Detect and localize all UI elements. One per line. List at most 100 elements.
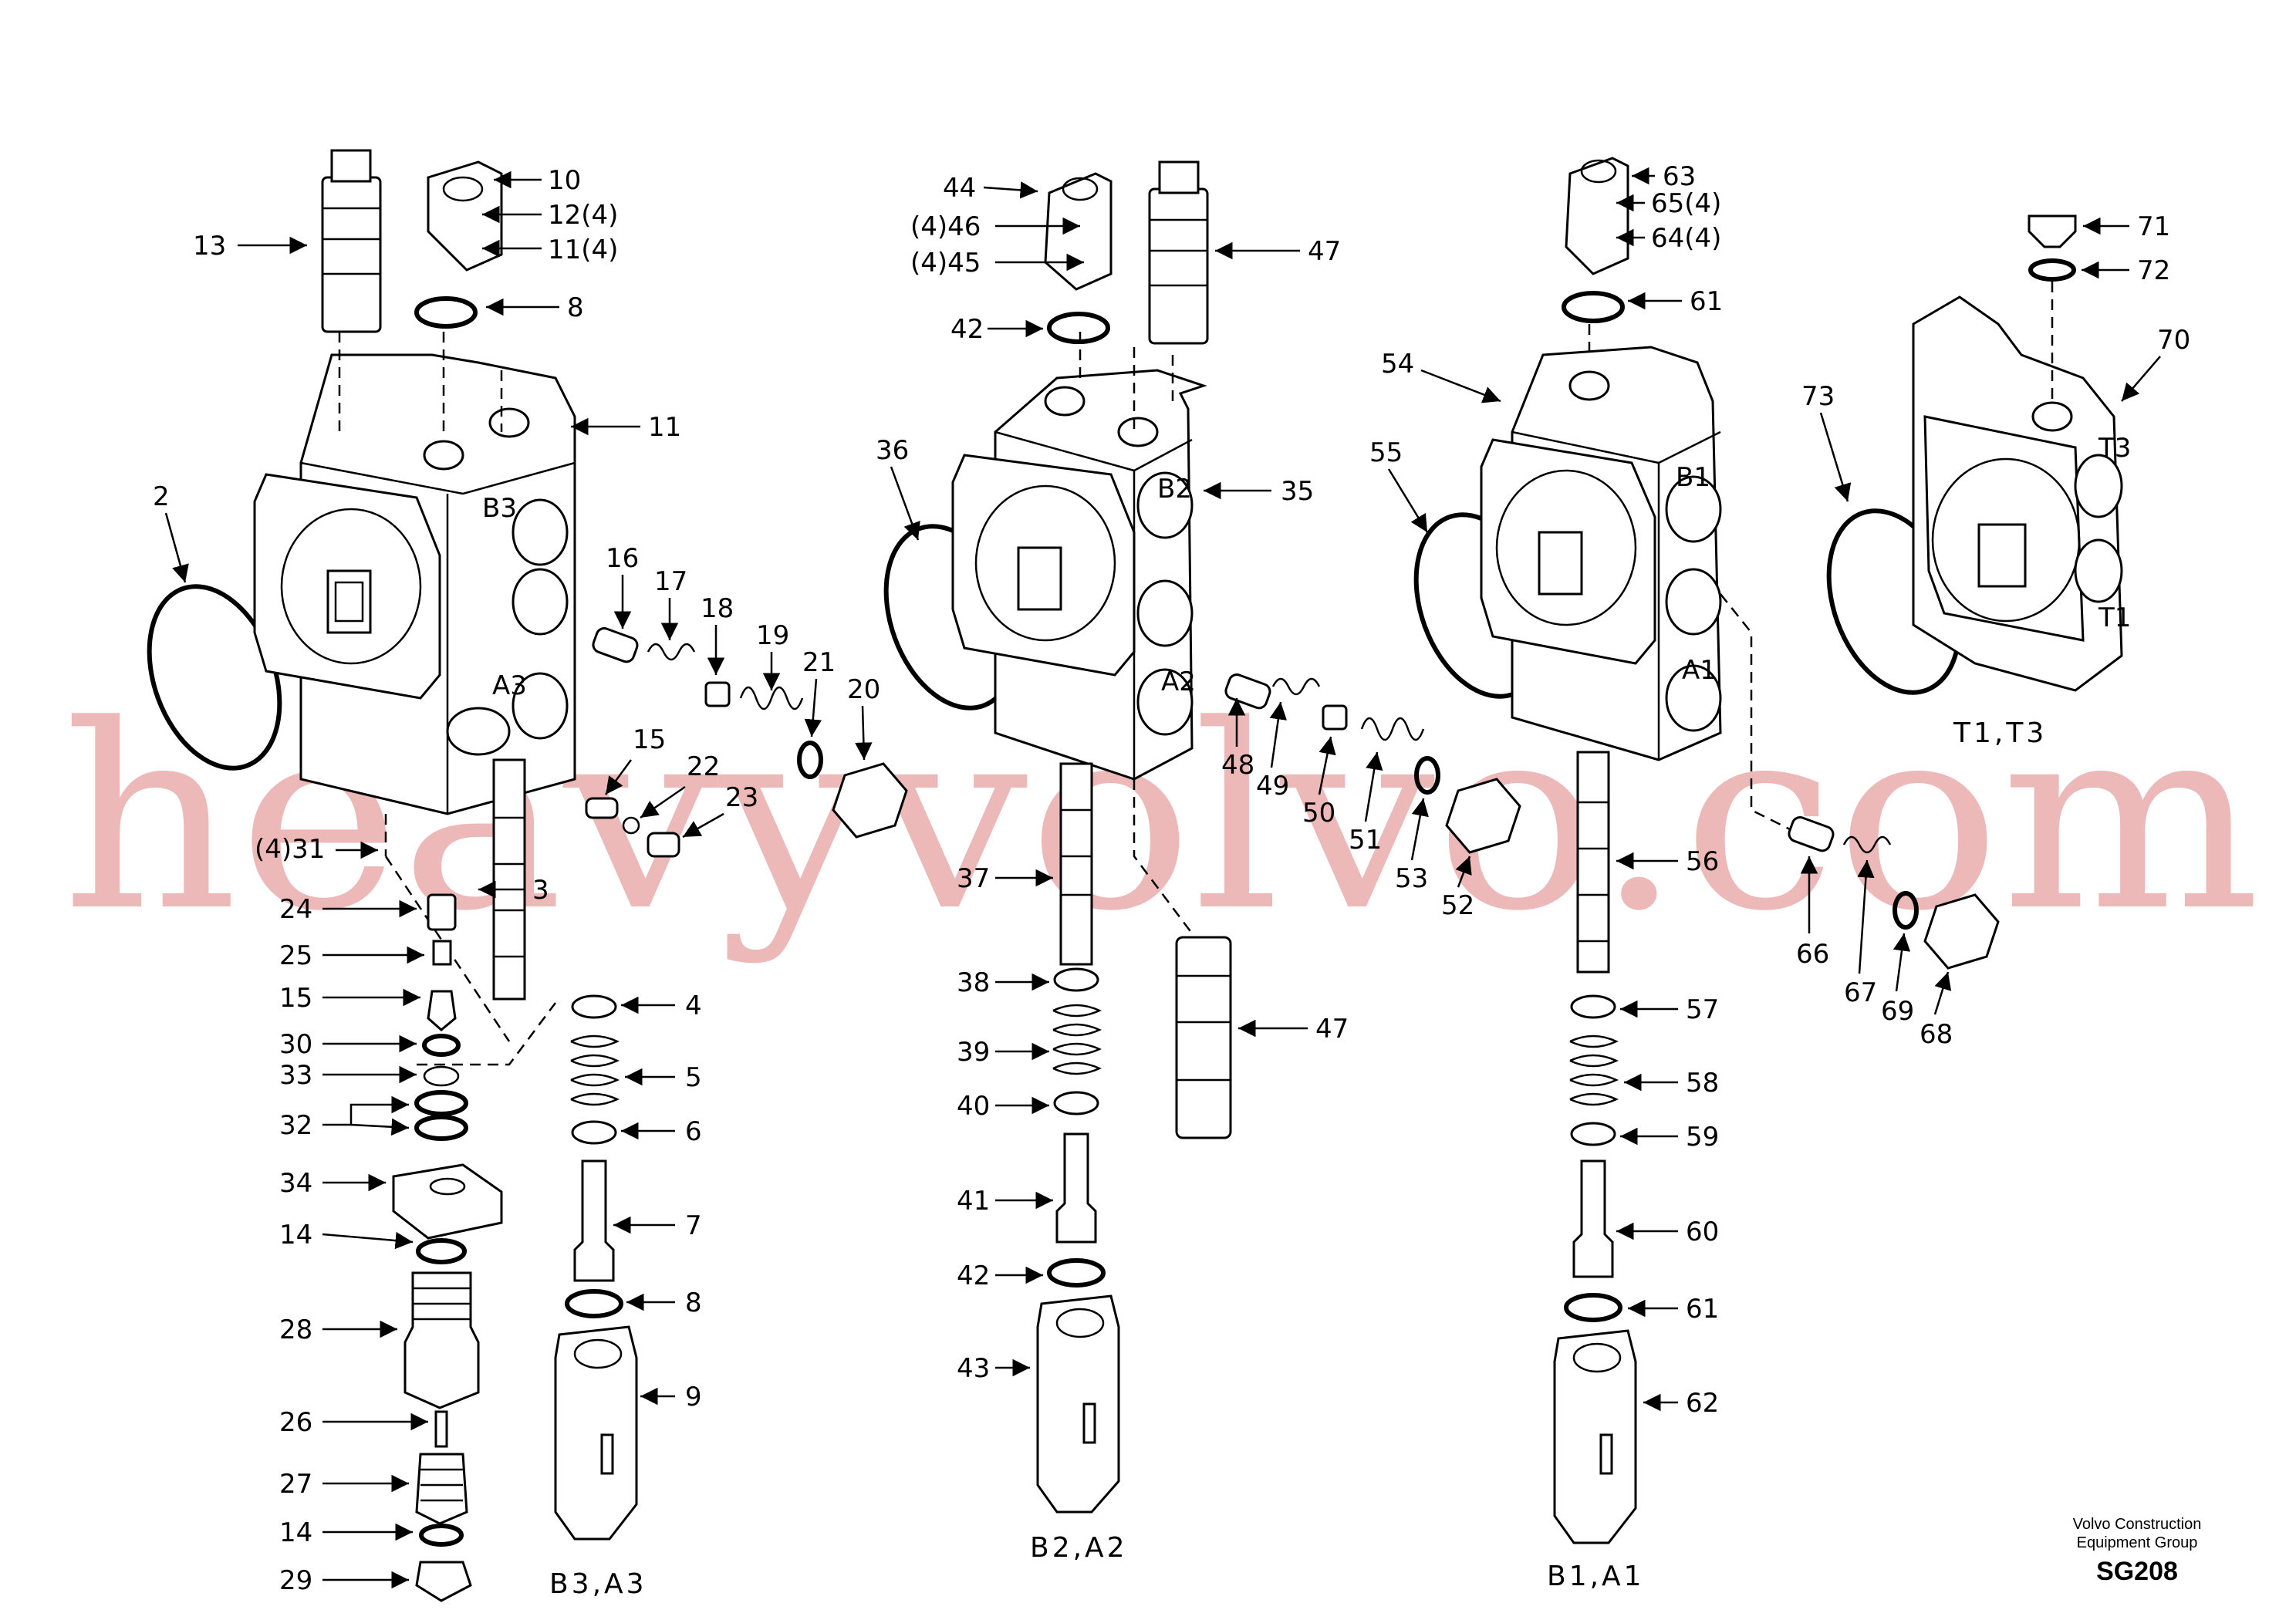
callout-11-small: 11(4) <box>548 235 618 265</box>
screw-part-43 <box>1082 1402 1096 1444</box>
callout-29: 29 <box>279 1565 312 1596</box>
callout-13: 13 <box>193 231 226 262</box>
spring-part-51 <box>1360 717 1425 741</box>
callout-45: (4)45 <box>910 248 981 278</box>
o-ring-part-32a <box>414 1090 468 1116</box>
callout-36: 36 <box>876 435 909 466</box>
seat-part-40 <box>1053 1091 1099 1115</box>
callout-12: 12(4) <box>548 200 618 231</box>
callouts-b3-a3: 2 13 10 12(4) 11(4) 8 11 16 17 18 19 21 … <box>153 165 880 1596</box>
ring-part-53 <box>1414 756 1440 795</box>
pin-part-26 <box>434 1410 448 1448</box>
spring-part-17 <box>647 643 696 661</box>
port-label-b1: B1 <box>1676 462 1710 493</box>
callout-53: 53 <box>1395 863 1428 894</box>
callout-72: 72 <box>2137 255 2170 286</box>
port-label-t1: T1 <box>2098 602 2131 633</box>
callout-65: 65(4) <box>1651 188 1721 219</box>
valve-body-b2-a2: B2 A2 <box>951 369 1207 781</box>
section-label-b2-a2: B2,A2 <box>1030 1532 1128 1564</box>
callouts-b1-a1: 63 65(4) 64(4) 61 54 55 56 57 58 59 60 6… <box>1369 161 1953 1419</box>
o-ring-part-72 <box>2028 258 2076 282</box>
o-ring-part-8-upper <box>414 296 478 329</box>
callout-57: 57 <box>1686 994 1719 1025</box>
check-part-15 <box>585 797 619 819</box>
o-ring-part-42-upper <box>1047 312 1110 344</box>
footer-company-line2: Equipment Group <box>2077 1534 2198 1551</box>
callout-8-lower: 8 <box>685 1288 702 1318</box>
callout-8-upper: 8 <box>567 292 584 323</box>
callout-3: 3 <box>532 875 549 906</box>
callout-56: 56 <box>1686 846 1719 877</box>
callout-15-right: 15 <box>633 724 666 755</box>
callout-52: 52 <box>1441 890 1474 921</box>
seat-part-57 <box>1570 994 1616 1019</box>
valve-body-b1-a1: B1 A1 <box>1480 346 1722 761</box>
seal-part-30 <box>422 1034 461 1057</box>
spring-part-39 <box>1052 1004 1102 1075</box>
callout-19: 19 <box>756 620 789 651</box>
spring-part-49 <box>1271 677 1321 696</box>
callout-46: (4)46 <box>910 211 981 242</box>
stem-part-41 <box>1055 1132 1097 1244</box>
callout-71: 71 <box>2137 211 2170 242</box>
callout-73: 73 <box>1801 381 1835 412</box>
callout-51: 51 <box>1349 825 1382 856</box>
callout-5: 5 <box>685 1062 702 1093</box>
callouts-b2-a2: 44 (4)46 (4)45 47 42 36 35 37 47 38 39 4… <box>876 173 1474 1384</box>
section-label-b3-a3: B3,A3 <box>549 1568 647 1600</box>
spool-part-3 <box>492 758 526 1001</box>
spring-part-67 <box>1842 835 1892 854</box>
part-15-lower <box>427 990 457 1031</box>
callout-69: 69 <box>1881 996 1914 1027</box>
callout-48: 48 <box>1221 750 1254 781</box>
section-b2-a2: B2 A2 44 (4)46 <box>876 160 1521 1564</box>
section-label-t1-t3: T1,T3 <box>1953 717 2047 749</box>
callout-41: 41 <box>957 1186 990 1217</box>
section-t1-t3: T3 T1 71 72 70 73 T1,T3 <box>1801 211 2190 749</box>
plug-part-71 <box>2028 214 2077 248</box>
callout-21: 21 <box>802 647 836 678</box>
port-label-a1: A1 <box>1682 655 1717 686</box>
callout-25: 25 <box>279 940 312 971</box>
callout-61-lower: 61 <box>1686 1294 1719 1325</box>
section-b1-a1: B1 A1 63 65(4) 64(4) 61 54 <box>1369 157 2000 1592</box>
callout-47-upper: 47 <box>1308 236 1341 267</box>
spool-part-37 <box>1059 762 1093 966</box>
spool-part-56 <box>1576 751 1610 974</box>
callout-43: 43 <box>957 1353 990 1384</box>
port-label-a2: A2 <box>1161 667 1196 697</box>
footer-code: SG208 <box>2096 1557 2178 1586</box>
o-ring-part-32b <box>414 1115 468 1141</box>
spring-part-58 <box>1569 1034 1619 1106</box>
callout-31: (4)31 <box>255 834 325 865</box>
plate-part-34 <box>392 1163 503 1240</box>
footer-company-line1: Volvo Construction <box>2073 1516 2202 1533</box>
callout-7: 7 <box>685 1210 702 1241</box>
port-label-t3: T3 <box>2098 433 2131 464</box>
o-ring-part-14-lower <box>419 1524 464 1547</box>
screw-part-62 <box>1599 1433 1613 1475</box>
section-b3-a3: B3 A3 <box>147 149 908 1602</box>
port-label-a3: A3 <box>492 670 527 701</box>
o-ring-part-61-upper <box>1562 291 1625 323</box>
o-ring-part-14-upper <box>416 1238 467 1264</box>
callout-24: 24 <box>279 894 312 925</box>
callout-9: 9 <box>685 1382 702 1412</box>
relief-valve-part-47-upper <box>1148 160 1209 345</box>
callout-58: 58 <box>1686 1068 1719 1099</box>
spring-part-5 <box>570 1034 620 1106</box>
cover-part-63 <box>1565 157 1629 275</box>
plug-part-68 <box>1923 893 2000 970</box>
callout-42-lower: 42 <box>957 1261 990 1291</box>
callout-54: 54 <box>1381 349 1414 380</box>
callout-22: 22 <box>687 751 720 782</box>
seat-part-38 <box>1053 967 1099 992</box>
callout-20: 20 <box>847 674 880 705</box>
callout-14-lower: 14 <box>279 1517 312 1548</box>
callout-30: 30 <box>279 1029 312 1060</box>
callout-32: 32 <box>279 1110 312 1141</box>
stem-part-7 <box>573 1159 615 1282</box>
callout-2: 2 <box>153 481 170 512</box>
